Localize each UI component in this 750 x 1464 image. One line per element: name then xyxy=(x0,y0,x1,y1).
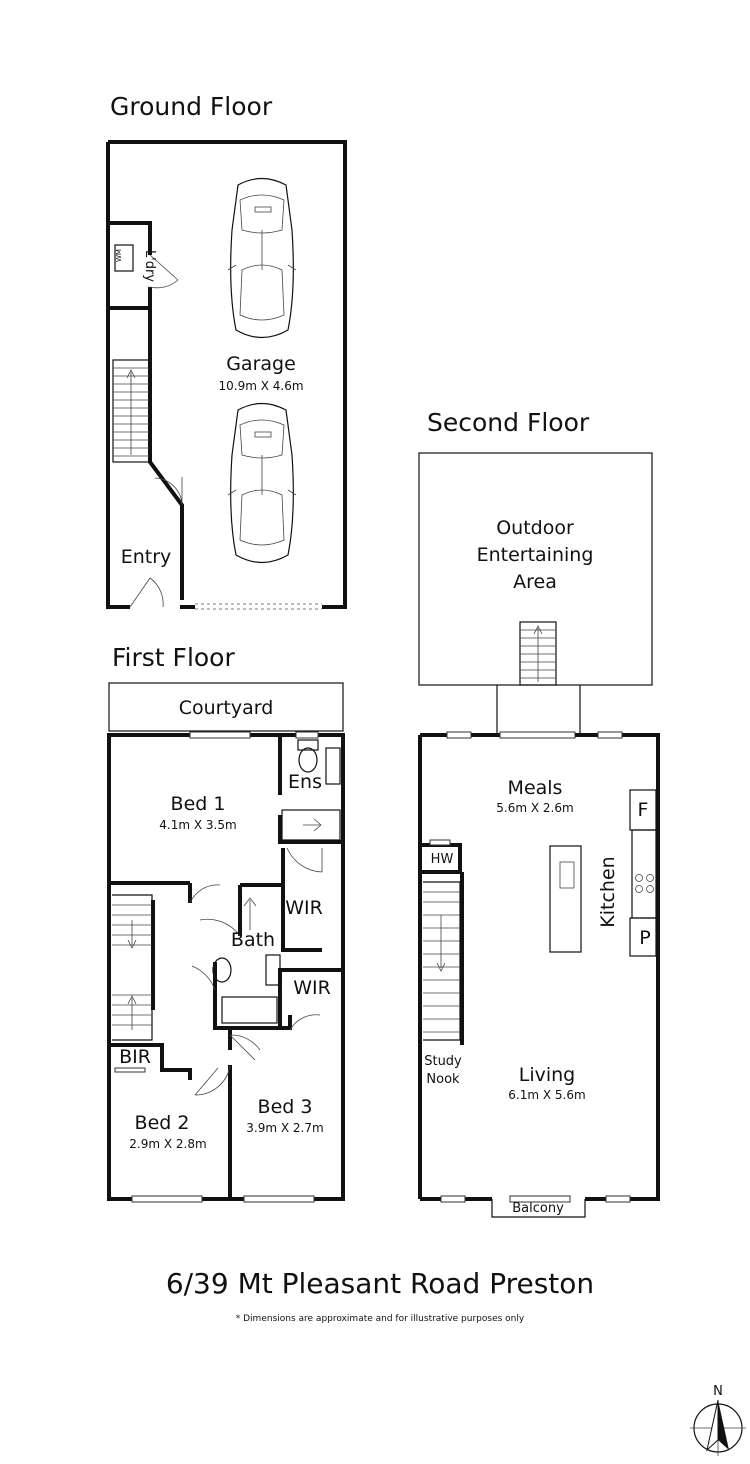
fridge-label: F xyxy=(638,799,649,821)
wir-1-label: WIR xyxy=(285,897,323,919)
bed-1-dimensions: 4.1m X 3.5m xyxy=(159,818,236,832)
laundry-label: L'dry xyxy=(142,250,157,282)
wm-label: WM xyxy=(115,249,123,262)
first-stairs xyxy=(112,894,153,1041)
bed-1-label: Bed 1 xyxy=(171,793,226,815)
car-icon xyxy=(227,177,297,339)
courtyard-label: Courtyard xyxy=(179,697,274,719)
garage-dimensions: 10.9m X 4.6m xyxy=(218,379,303,393)
second-stairs xyxy=(423,872,464,1045)
bed-2-dimensions: 2.9m X 2.8m xyxy=(129,1137,206,1151)
study-nook-line2: Nook xyxy=(426,1072,460,1087)
hw-label: HW xyxy=(431,852,454,867)
bathtub-icon xyxy=(221,996,278,1024)
pantry xyxy=(629,917,657,957)
garage-label: Garage xyxy=(226,353,296,375)
entry-label: Entry xyxy=(121,546,172,568)
vanity-icon xyxy=(265,954,281,986)
first-floor-plan: Courtyard Ens WIR Bath WIR xyxy=(107,682,345,1203)
entry-garage-door xyxy=(154,477,183,506)
laundry-door xyxy=(149,254,179,289)
study-nook-line1: Study xyxy=(424,1054,462,1069)
sink-icon xyxy=(559,861,575,889)
second-floor-plan: Outdoor Entertaining Area Balcony F P Ki… xyxy=(418,452,660,1218)
bir-label: BIR xyxy=(119,1046,151,1068)
bed-2-label: Bed 2 xyxy=(135,1112,190,1134)
living-dimensions: 6.1m X 5.6m xyxy=(508,1088,585,1102)
north-compass-icon: N xyxy=(690,1384,746,1456)
toilet-icon xyxy=(212,957,232,983)
outdoor-label-line3: Area xyxy=(513,571,557,593)
shower-icon xyxy=(281,809,341,841)
disclaimer: * Dimensions are approximate and for ill… xyxy=(236,1314,525,1324)
pantry-label: P xyxy=(639,927,650,949)
kitchen-label: Kitchen xyxy=(597,856,619,927)
vanity-icon xyxy=(325,747,341,785)
ensuite-label: Ens xyxy=(288,771,322,793)
kitchen-island xyxy=(549,845,582,953)
ground-floor-plan: WM xyxy=(106,140,347,610)
ground-floor-title: Ground Floor xyxy=(110,92,273,121)
property-address: 6/39 Mt Pleasant Road Preston xyxy=(166,1267,594,1300)
outdoor-label-line2: Entertaining xyxy=(477,544,594,566)
washing-machine-icon xyxy=(114,244,134,272)
meals-label: Meals xyxy=(508,777,563,799)
second-floor-title: Second Floor xyxy=(427,408,590,437)
balcony-label: Balcony xyxy=(512,1201,564,1216)
outdoor-label-line1: Outdoor xyxy=(496,517,574,539)
bed-3-label: Bed 3 xyxy=(258,1096,313,1118)
bed-3-dimensions: 3.9m X 2.7m xyxy=(246,1121,323,1135)
compass-north-label: N xyxy=(713,1384,723,1399)
front-door xyxy=(129,577,164,608)
bath-label: Bath xyxy=(231,929,275,951)
wir-2-label: WIR xyxy=(293,977,331,999)
car-icon xyxy=(227,402,297,564)
ground-stairs xyxy=(112,359,150,463)
toilet-icon xyxy=(298,747,318,773)
first-floor-title: First Floor xyxy=(112,643,235,672)
living-label: Living xyxy=(519,1064,576,1086)
outdoor-stairs xyxy=(519,621,557,686)
meals-dimensions: 5.6m X 2.6m xyxy=(496,801,573,815)
